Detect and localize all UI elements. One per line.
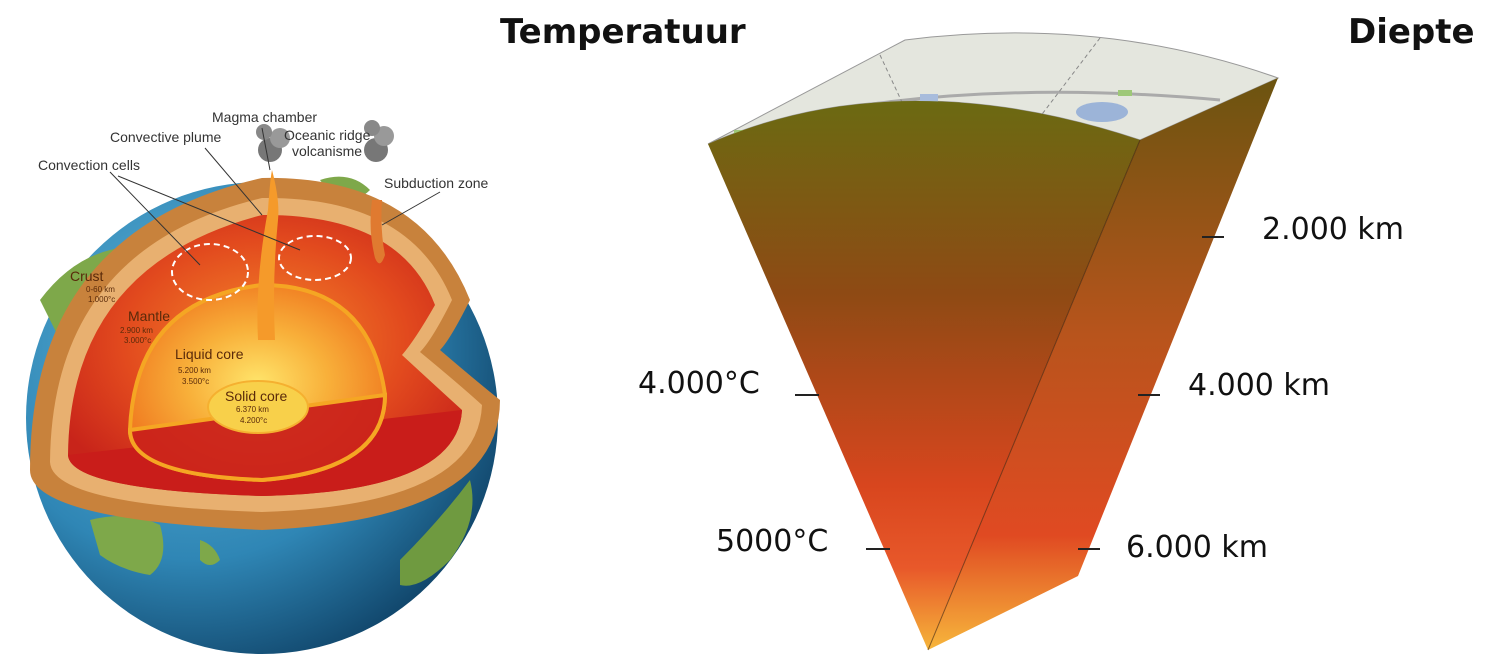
convective-plume — [257, 170, 279, 340]
tick-depth-4000 — [1138, 394, 1160, 396]
label-magma-chamber: Magma chamber — [212, 109, 318, 125]
tick-temperature-5000 — [866, 548, 890, 550]
convection-cell-right — [278, 235, 352, 281]
wedge-front-face — [708, 100, 1140, 651]
continent-south2 — [200, 540, 220, 565]
depth-6000-label: 6.000 km — [1126, 530, 1269, 565]
label-liquid-core: Liquid core — [175, 346, 244, 362]
label-convection-cells: Convection cells — [38, 157, 140, 173]
label-oceanic-ridge-line1: Oceanic ridge — [284, 127, 371, 143]
depth-4000-label: 4.000 km — [1188, 368, 1331, 403]
mantle-depth: 2.900 km — [120, 326, 153, 335]
label-crust: Crust — [70, 268, 104, 284]
earth-wedge — [707, 32, 1280, 651]
temperature-4000-label: 4.000°C — [638, 366, 760, 401]
liquid-core-temperature: 3.500°c — [182, 377, 210, 386]
wedge-side-face — [928, 78, 1278, 650]
label-oceanic-ridge-line2: volcanisme — [292, 143, 363, 159]
label-convective-plume: Convective plume — [110, 129, 222, 145]
depth-2000-label: 2.000 km — [1262, 212, 1405, 247]
continent-east — [400, 480, 473, 586]
mantle-temperature: 3.000°c — [124, 336, 152, 345]
heading-depth: Diepte — [1348, 12, 1475, 52]
tick-depth-2000 — [1202, 236, 1224, 238]
convection-cell-left — [171, 243, 249, 301]
tick-temperature-4000 — [795, 394, 819, 396]
continent-south — [90, 516, 164, 575]
solid-core-depth: 6.370 km — [236, 405, 269, 414]
label-solid-core: Solid core — [225, 388, 288, 404]
label-mantle: Mantle — [128, 308, 171, 324]
crust-temperature: 1.000°c — [88, 295, 116, 304]
heading-temperature: Temperatuur — [500, 12, 746, 52]
temperature-5000-label: 5000°C — [716, 524, 829, 559]
tick-depth-6000 — [1078, 548, 1100, 550]
solid-core — [207, 380, 309, 434]
liquid-core-depth: 5.200 km — [178, 366, 211, 375]
earth-cross-section — [26, 120, 500, 654]
solid-core-temperature: 4.200°c — [240, 416, 268, 425]
crust-depth: 0-60 km — [86, 285, 115, 294]
label-subduction-zone: Subduction zone — [384, 175, 489, 191]
